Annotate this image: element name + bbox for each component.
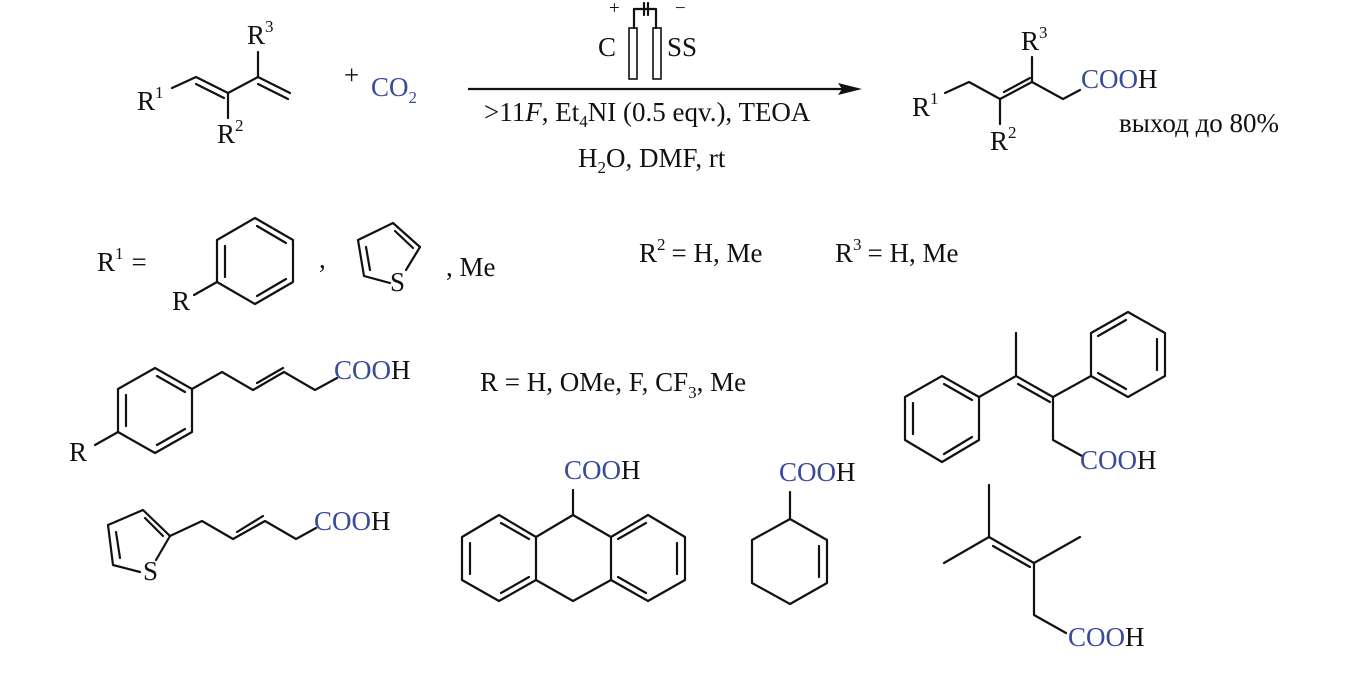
example-dihydroanthracene-acid: COOH (460, 455, 687, 603)
example-trimethyl-pentenoic-acid: COOH (942, 483, 1145, 652)
ex3-s-label: S (143, 556, 158, 586)
r3-label: R3 (247, 17, 274, 50)
thiophene-s-label: S (390, 267, 405, 297)
phenyl-ring: R (172, 216, 295, 316)
diene-reactant: R1 R2 R3 (137, 17, 292, 149)
r2-label: R2 (217, 116, 244, 149)
r1-def-label: R1= (97, 244, 147, 277)
co2-label: CO2 (371, 72, 417, 107)
anode-electrode (628, 27, 638, 80)
example-aryl-pentenoic-acid: R COOH (69, 355, 411, 467)
example-cyclohexene-acid: COOH (750, 457, 856, 606)
comma: , (319, 244, 326, 274)
ex1-r-label: R (69, 437, 87, 467)
ex6-cooh-label: COOH (1068, 622, 1145, 652)
conditions-line-1: >11F, Et4NI (0.5 eqv.), TEOA (484, 97, 811, 131)
ex1-cooh-label: COOH (334, 355, 411, 385)
r1-label: R1 (137, 83, 164, 116)
phenyl-r-label: R (172, 286, 190, 316)
r3-definition: R3= H, Me (835, 235, 958, 268)
anode-label: C (598, 32, 616, 62)
plus-sign: + (344, 60, 359, 90)
example-thienyl-pentenoic-acid: S COOH (106, 506, 391, 586)
ex4-cooh-label: COOH (564, 455, 641, 485)
electrolysis-cell-icon: + − C SS (598, 0, 697, 80)
ex2-cooh-label: COOH (1080, 445, 1157, 475)
anode-sign: + (609, 0, 620, 19)
thiophene-ring: S (356, 221, 422, 297)
cathode-electrode (652, 27, 662, 80)
reaction-arrow (468, 83, 862, 95)
ex3-cooh-label: COOH (314, 506, 391, 536)
conditions-line-2: H2O, DMF, rt (578, 143, 726, 177)
product-r3-label: R3 (1021, 23, 1048, 56)
product-r1-label: R1 (912, 89, 939, 122)
product-cooh-label: COOH (1081, 64, 1158, 94)
r1-me-label: , Me (446, 252, 496, 282)
cathode-label: SS (667, 32, 697, 62)
yield-text: выход до 80% (1119, 108, 1279, 138)
cathode-sign: − (675, 0, 686, 19)
example-diphenyl-pentenoic-acid: COOH (903, 310, 1167, 475)
product-acid: R1 R2 R3 COOH (912, 23, 1158, 156)
r-definition: R = H, OMe, F, CF3, Me (480, 367, 746, 402)
ex5-cooh-label: COOH (779, 457, 856, 487)
r2-definition: R2= H, Me (639, 235, 762, 268)
product-r2-label: R2 (990, 123, 1017, 156)
r1-definition: R1= R , S , Me (97, 216, 496, 316)
